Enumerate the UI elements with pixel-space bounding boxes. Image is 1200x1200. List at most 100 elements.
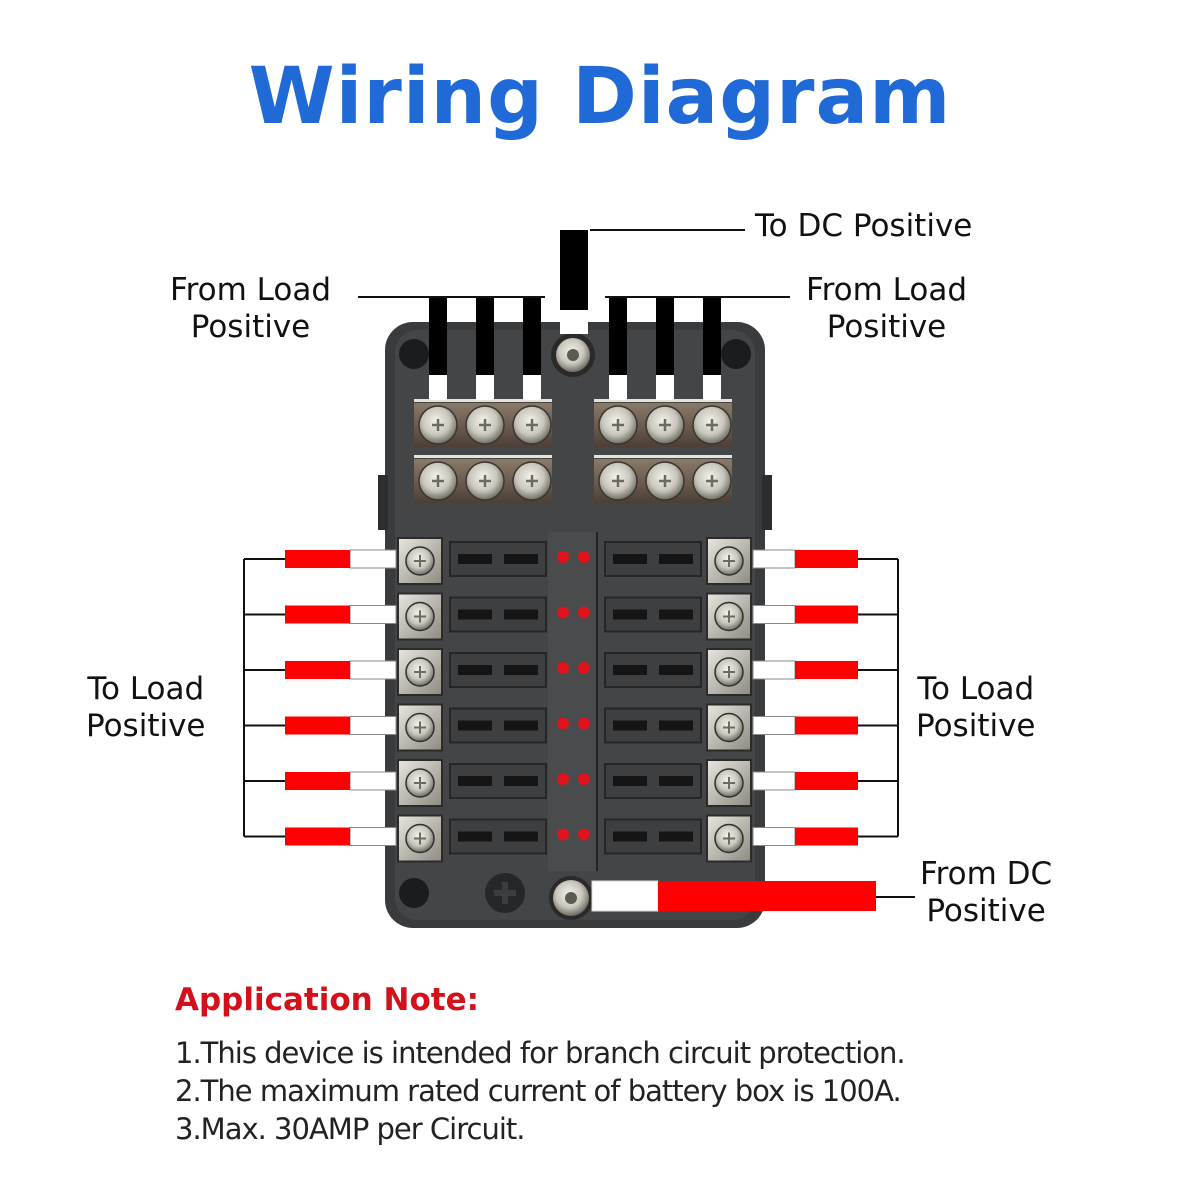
fuse-blade-slot <box>504 831 538 842</box>
load-wire-tip <box>523 375 541 400</box>
phillips-head-icon <box>479 475 491 487</box>
phillips-head-icon <box>706 419 718 431</box>
label-line: To Load <box>87 671 205 707</box>
application-note-item: 1.This device is intended for branch cir… <box>175 1036 906 1070</box>
phillips-head-icon <box>723 666 735 678</box>
phillips-head-icon <box>706 475 718 487</box>
mounting-hole-icon <box>399 339 429 369</box>
load-wire-red <box>285 661 350 679</box>
phillips-head-icon <box>414 832 426 845</box>
fuse-indicator-led-icon <box>578 551 590 563</box>
bus-bar-edge <box>414 455 552 458</box>
fuse-blade-slot <box>613 776 647 786</box>
load-wire-tip <box>349 771 397 791</box>
fuse-indicator-led-icon <box>578 828 590 841</box>
phillips-head-icon <box>723 777 735 789</box>
load-wire-tip <box>752 605 796 624</box>
load-wire-red <box>285 716 350 735</box>
fuse-blade-slot <box>504 776 538 786</box>
fuse-indicator-led-icon <box>557 606 569 619</box>
phillips-head-icon <box>414 777 426 789</box>
application-note-item: 2.The maximum rated current of battery b… <box>175 1074 902 1108</box>
fuse-indicator-led-icon <box>557 551 569 563</box>
fuse-indicator-led-icon <box>578 662 590 674</box>
mounting-hole-icon <box>721 339 751 369</box>
bus-bar-edge <box>594 399 732 402</box>
mounting-hole-icon <box>399 878 429 908</box>
phillips-head-icon <box>659 419 671 431</box>
load-wire-tip <box>752 549 796 569</box>
load-wire-tip <box>609 375 627 400</box>
fuse-blade-slot <box>659 554 693 564</box>
fuse-blade-slot <box>659 609 693 620</box>
load-wire-red <box>795 772 858 790</box>
fuse-blade-slot <box>458 554 492 564</box>
fuse-blade-slot <box>613 665 647 675</box>
label-from-load-positive-left: From Load Positive <box>170 272 331 346</box>
fuse-indicator-led-icon <box>578 606 590 619</box>
load-wire-red <box>795 550 858 568</box>
fuse-blade-slot <box>504 720 538 731</box>
load-wire-tip <box>349 549 397 569</box>
label-line: From Load <box>170 272 332 308</box>
phillips-head-icon <box>612 475 624 487</box>
fuse-indicator-led-icon <box>578 773 590 785</box>
fuse-blade-slot <box>659 665 693 675</box>
load-wire-tip <box>476 375 494 400</box>
load-wire-tip <box>752 716 796 735</box>
fuse-blade-slot <box>613 554 647 564</box>
label-line: Positive <box>916 708 1036 744</box>
fuse-rows <box>397 532 752 871</box>
fuse-indicator-led-icon <box>578 717 590 730</box>
load-wire-tip <box>752 771 796 791</box>
fuse-blade-slot <box>659 831 693 842</box>
fuse-indicator-led-icon <box>557 662 569 674</box>
phillips-head-icon <box>432 475 444 487</box>
load-wire-red <box>795 605 858 624</box>
load-wire-tip <box>656 375 674 400</box>
fuse-blade-slot <box>659 776 693 786</box>
fuse-blade-slot <box>613 831 647 842</box>
load-wire-black <box>609 297 627 375</box>
label-from-load-positive-right: From Load Positive <box>806 272 967 346</box>
fuse-blade-slot <box>613 609 647 620</box>
load-wire-tip <box>752 660 796 680</box>
fuse-blade-slot <box>458 665 492 675</box>
load-wire-red <box>285 605 350 624</box>
label-line: To Load <box>917 671 1035 707</box>
load-wire-black <box>656 297 674 375</box>
load-wire-tip <box>752 827 796 846</box>
fuse-blade-slot <box>458 831 492 842</box>
load-wire-tip <box>349 605 397 624</box>
load-wire-black <box>523 297 541 375</box>
fuse-blade-slot <box>458 720 492 731</box>
fuse-blade-slot <box>504 609 538 620</box>
load-wire-red <box>795 827 858 846</box>
fuse-indicator-led-icon <box>557 828 569 841</box>
application-note-heading: Application Note: <box>175 982 480 1018</box>
fuse-blade-slot <box>659 720 693 731</box>
load-wire-red <box>285 550 350 568</box>
bus-bar-edge <box>594 455 732 458</box>
fuse-blade-slot <box>458 776 492 786</box>
dc-positive-stud <box>551 333 595 377</box>
phillips-head-icon <box>659 475 671 487</box>
label-line: From DC <box>920 856 1053 892</box>
dc-positive-wire-black <box>560 230 588 310</box>
load-wire-red <box>285 827 350 846</box>
label-line: Positive <box>926 893 1046 929</box>
phillips-head-icon <box>432 419 444 431</box>
label-to-load-positive-right: To Load Positive <box>916 671 1036 745</box>
label-to-load-positive-left: To Load Positive <box>86 671 206 745</box>
load-wire-red <box>795 661 858 679</box>
load-wire-tip <box>349 827 397 846</box>
label-line: Positive <box>190 309 311 345</box>
fuse-indicator-led-icon <box>557 773 569 785</box>
label-line: Positive <box>86 708 206 744</box>
load-wire-tip <box>349 716 397 735</box>
load-wire-red <box>795 716 858 735</box>
load-wire-black <box>429 297 447 375</box>
phillips-head-icon <box>479 419 491 431</box>
diagram-title: Wiring Diagram <box>248 52 952 142</box>
